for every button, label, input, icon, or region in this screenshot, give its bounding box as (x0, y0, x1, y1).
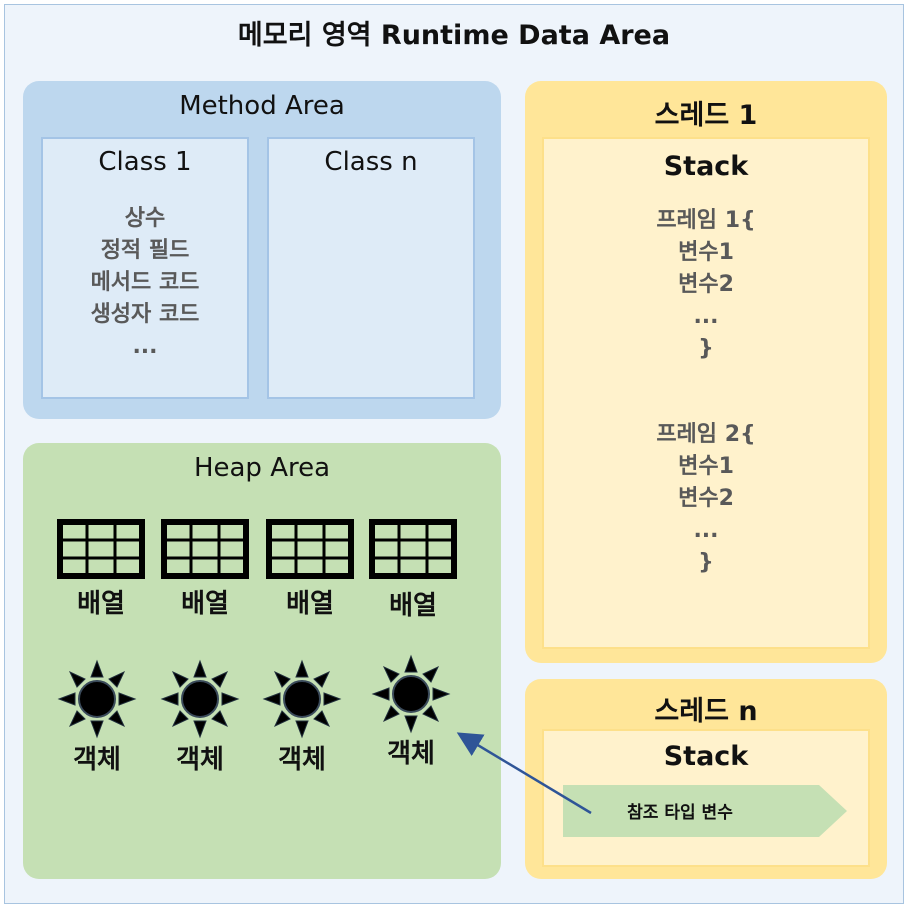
frame-line: 변수2 (678, 272, 734, 297)
sun-icon (160, 659, 240, 739)
heap-area: Heap Area (23, 443, 501, 879)
thread-n-title: 스레드 n (654, 696, 758, 727)
class-item: 메서드 코드 (90, 270, 200, 295)
grid-icon (369, 519, 457, 579)
object-label: 객체 (176, 745, 224, 775)
class-item: ... (132, 334, 158, 359)
class-item: 상수 (124, 206, 166, 231)
sun-icon (57, 659, 137, 739)
thread-1-stack: Stack 프레임 1{ 변수1 변수2 ... } 프레임 2{ 변수1 변수… (542, 137, 870, 649)
class-1-items: 상수 정적 필드 메서드 코드 생성자 코드 ... (43, 203, 247, 363)
reference-variable-label: 참조 타입 변수 (627, 803, 733, 823)
class-1-name: Class 1 (98, 147, 192, 177)
frame-line: } (698, 550, 714, 575)
class-item: 정적 필드 (100, 238, 190, 263)
frame-line: 변수1 (678, 454, 734, 479)
sun-icon (371, 654, 451, 734)
array-label: 배열 (181, 589, 229, 619)
array-label: 배열 (77, 589, 125, 619)
class-n-name: Class n (324, 147, 418, 177)
grid-icon (266, 519, 354, 579)
method-area-title: Method Area (179, 91, 345, 121)
stack-title: Stack (663, 151, 749, 182)
reference-arrow (456, 732, 592, 815)
array-label: 배열 (389, 591, 437, 621)
stack-title: Stack (663, 741, 749, 772)
class-item: 생성자 코드 (90, 302, 200, 327)
frame-line: } (698, 336, 714, 361)
stack-frame-1: 프레임 1{ 변수1 변수2 ... } (544, 205, 868, 365)
frame-line: ... (693, 518, 719, 543)
thread-1-title: 스레드 1 (654, 100, 758, 131)
frame-line: 프레임 1{ (656, 208, 756, 233)
frame-line: 변수1 (678, 240, 734, 265)
stack-frame-2: 프레임 2{ 변수1 변수2 ... } (544, 419, 868, 579)
sun-icon (262, 659, 342, 739)
object-label: 객체 (387, 739, 435, 769)
class-n-box: Class n (267, 137, 475, 399)
frame-line: 프레임 2{ (656, 422, 756, 447)
object-label: 객체 (278, 745, 326, 775)
grid-icon (57, 519, 145, 579)
frame-line: 변수2 (678, 486, 734, 511)
runtime-data-area: 메모리 영역 Runtime Data Area Method Area Cla… (4, 4, 904, 904)
diagram-title: 메모리 영역 Runtime Data Area (237, 20, 671, 51)
reference-variable-shape (563, 785, 847, 837)
object-label: 객체 (73, 745, 121, 775)
heap-area-title: Heap Area (193, 453, 331, 483)
grid-icon (161, 519, 249, 579)
class-1-box: Class 1 상수 정적 필드 메서드 코드 생성자 코드 ... (41, 137, 249, 399)
array-label: 배열 (286, 589, 334, 619)
frame-line: ... (693, 304, 719, 329)
